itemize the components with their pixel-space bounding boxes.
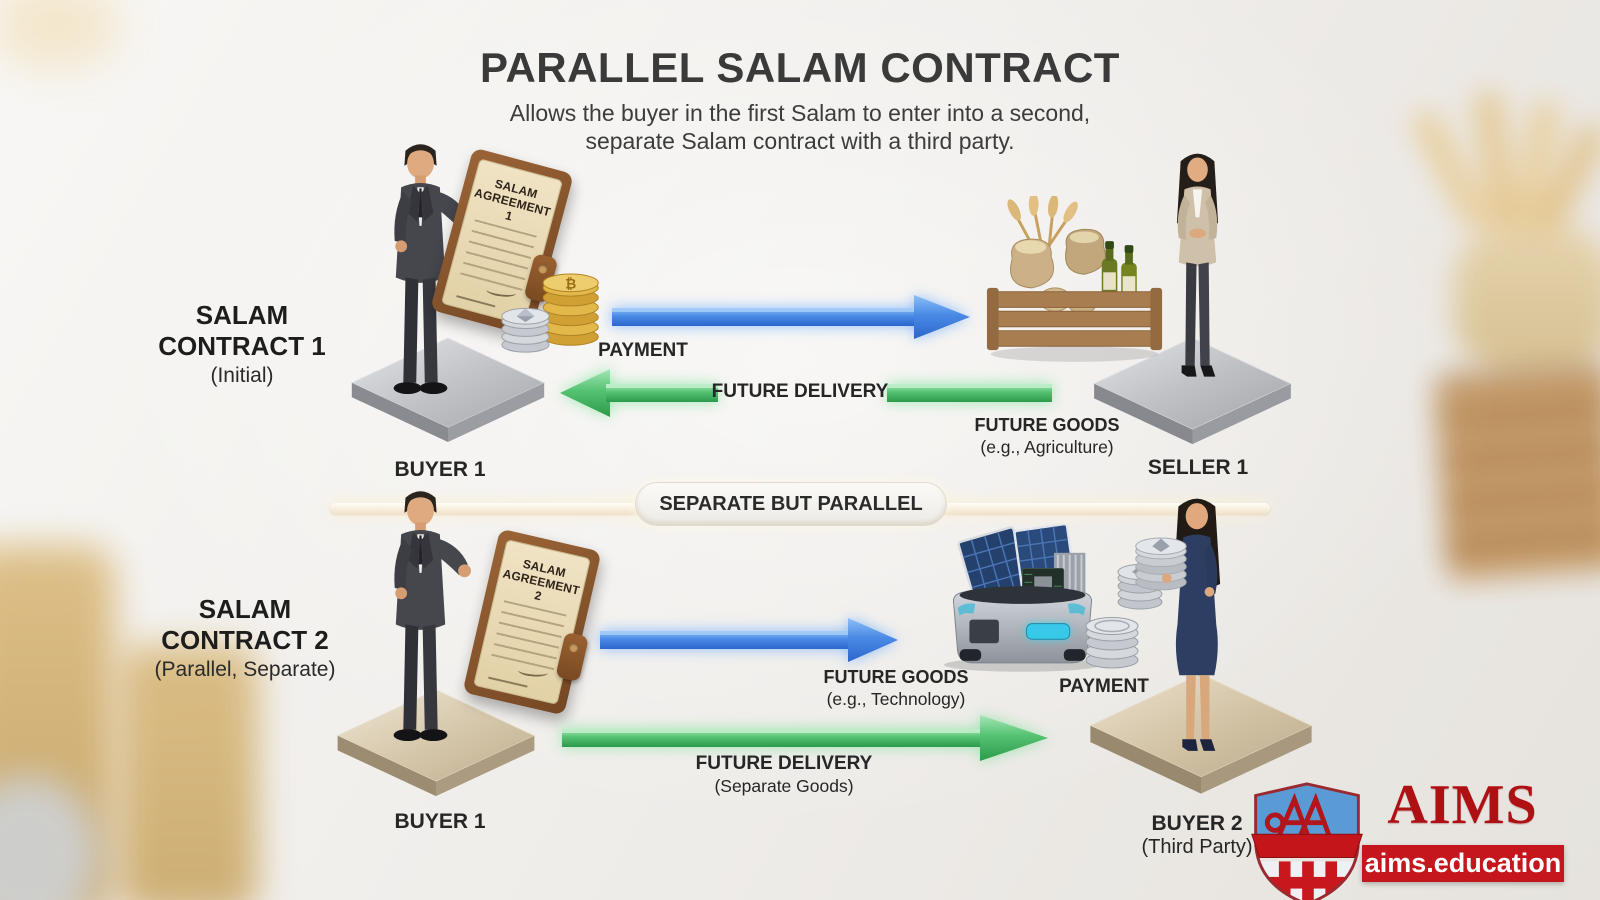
buyer2-line2: (Third Party) bbox=[1141, 836, 1253, 858]
contract2-name-line2: CONTRACT 2 bbox=[161, 625, 329, 655]
contract1-label: SALAM CONTRACT 1 (Initial) bbox=[122, 300, 362, 388]
buyer1-figure-row2 bbox=[393, 491, 471, 742]
future-goods-label-row2: FUTURE GOODS (e.g., Technology) bbox=[796, 666, 996, 710]
payment-arrow-row1 bbox=[612, 295, 970, 339]
buyer1-platform-row1 bbox=[350, 337, 546, 442]
background-crate-blur bbox=[1433, 364, 1600, 581]
page-subtitle: Allows the buyer in the first Salam to e… bbox=[400, 99, 1200, 155]
buyer2-label: BUYER 2 (Third Party) bbox=[1107, 812, 1287, 859]
technology-goods-case bbox=[943, 524, 1102, 672]
aims-shield-logo-icon bbox=[1251, 782, 1363, 900]
divider-capsule: SEPARATE BUT PARALLEL bbox=[635, 482, 947, 526]
page-subtitle-line1: Allows the buyer in the first Salam to e… bbox=[509, 100, 1091, 126]
future-goods-label-row1: FUTURE GOODS (e.g., Agriculture) bbox=[947, 414, 1147, 458]
solar-panel bbox=[957, 526, 1031, 602]
buyer2-platform bbox=[1089, 673, 1313, 794]
future-delivery-label-row2: FUTURE DELIVERY (Separate Goods) bbox=[684, 752, 884, 797]
seller1-figure bbox=[1176, 153, 1219, 377]
payment-label-row1: PAYMENT bbox=[598, 340, 688, 361]
future-delivery-line2: (Separate Goods) bbox=[714, 776, 854, 796]
buyer1-label-row2: BUYER 1 bbox=[394, 810, 486, 833]
aims-website-text: aims.education bbox=[1364, 848, 1562, 878]
buyer2-line1: BUYER 2 bbox=[1151, 812, 1243, 835]
future-delivery-arrow-row1 bbox=[560, 369, 1052, 417]
contract1-qualifier: (Initial) bbox=[210, 364, 274, 387]
background-blob-top-left bbox=[0, 0, 120, 70]
aims-website-banner: aims.education bbox=[1362, 845, 1564, 882]
seller1-platform bbox=[1092, 337, 1293, 445]
page-title: PARALLEL SALAM CONTRACT bbox=[480, 44, 1120, 91]
future-delivery-line1: FUTURE DELIVERY bbox=[695, 753, 873, 774]
seller1-label: SELLER 1 bbox=[1147, 456, 1249, 479]
contract1-name-line2: CONTRACT 1 bbox=[158, 331, 326, 361]
agriculture-goods-crate bbox=[986, 196, 1163, 362]
future-goods-line1: FUTURE GOODS bbox=[974, 415, 1120, 435]
document-signature-line bbox=[488, 676, 528, 688]
contract1-name-line1: SALAM bbox=[195, 300, 289, 330]
aims-logo-text: AIMS bbox=[1387, 774, 1538, 836]
divider-label: SEPARATE BUT PARALLEL bbox=[659, 492, 923, 515]
bitcoin-symbol: ₿ bbox=[565, 277, 576, 293]
future-goods-line1: FUTURE GOODS bbox=[823, 667, 969, 687]
payment-label-row2: PAYMENT bbox=[1059, 676, 1149, 697]
contract2-name-line1: SALAM bbox=[198, 594, 292, 624]
buyer1-label-row1: BUYER 1 bbox=[394, 458, 486, 481]
document-signature-line bbox=[456, 295, 496, 308]
background-coins-blur-left2 bbox=[118, 645, 258, 900]
ethereum-symbol bbox=[1152, 538, 1170, 553]
future-goods-line2: (e.g., Agriculture) bbox=[980, 437, 1114, 457]
document-text-lines bbox=[490, 600, 567, 675]
payment-coins-row2 bbox=[1085, 564, 1163, 669]
background-wheat-blur bbox=[1398, 88, 1600, 395]
buyer2-figure bbox=[1135, 498, 1221, 751]
future-goods-line2: (e.g., Technology) bbox=[826, 689, 966, 709]
contract2-label: SALAM CONTRACT 2 (Parallel, Separate) bbox=[125, 594, 365, 682]
future-delivery-label-row1: FUTURE DELIVERY bbox=[711, 381, 889, 402]
page-subtitle-line2: separate Salam contract with a third par… bbox=[585, 128, 1015, 154]
future-delivery-arrow-row2 bbox=[562, 715, 1048, 761]
future-goods-arrow-row2 bbox=[600, 618, 898, 662]
contract2-qualifier: (Parallel, Separate) bbox=[154, 658, 336, 681]
payment-coins-row1: ₿ bbox=[501, 273, 599, 353]
